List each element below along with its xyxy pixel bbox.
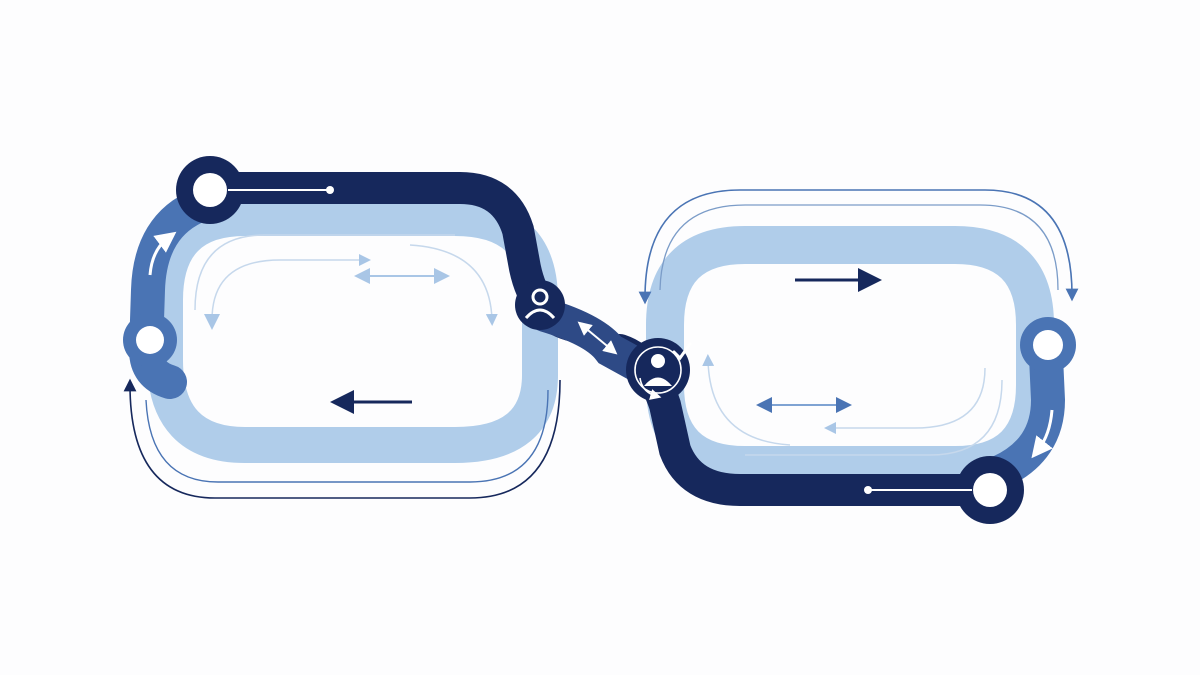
center-double-arrow: [577, 321, 618, 355]
left-loop-inner-guide-2: [211, 254, 371, 321]
top-left-node: [176, 156, 334, 224]
user-node: [515, 280, 565, 330]
right-loop-inner-guide-1: [745, 379, 1003, 456]
right-loop-inner-guide-2: [824, 367, 986, 434]
left-loop-band: [147, 200, 558, 463]
center-crossing: [515, 280, 692, 402]
left-loop-inner-guide-1: [194, 234, 455, 311]
left-node: [123, 313, 177, 367]
user-check-icon: [644, 342, 692, 386]
circle-node-icon: [973, 473, 1007, 507]
circle-node-icon: [136, 326, 164, 354]
right-loop: [604, 189, 1079, 506]
circle-node-icon: [1033, 330, 1063, 360]
left-loop-outer-arrow-navy: [123, 378, 561, 499]
circle-node-icon: [193, 173, 227, 207]
user-check-cycle-arrow: [639, 377, 662, 400]
right-loop-outer-arrow-navy: [638, 189, 1079, 305]
user-icon: [524, 288, 556, 320]
right-loop-outer-arrow-light: [659, 204, 1059, 291]
right-node: [1020, 317, 1076, 373]
bottom-right-node: [864, 456, 1024, 524]
right-loop-inner-guide-3: [702, 354, 791, 446]
left-loop-outer-arrow-mid: [145, 389, 549, 483]
right-loop-inner-arrow: [1031, 409, 1054, 459]
right-loop-band: [646, 226, 1054, 484]
left-loop: [123, 172, 586, 499]
left-loop-inner-guide-3: [409, 244, 498, 326]
left-loop-accent: [128, 188, 217, 399]
left-loop-inner-arrow: [148, 231, 177, 276]
user-check-node: [626, 338, 692, 402]
